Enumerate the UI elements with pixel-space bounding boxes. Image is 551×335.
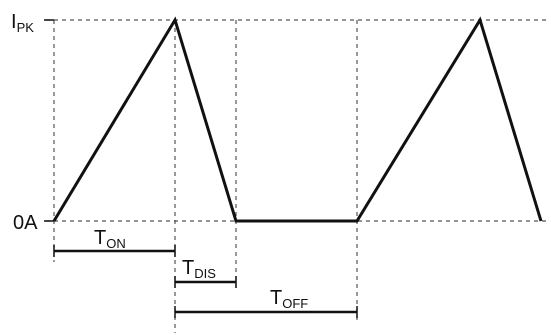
- tdis-label: TDIS: [182, 257, 216, 281]
- zero-amp-label: 0A: [13, 212, 38, 234]
- ton-label: TON: [94, 227, 126, 251]
- current-waveform: [52, 16, 543, 223]
- ipk-label: IPK: [11, 11, 34, 35]
- toff-label: TOFF: [270, 287, 308, 311]
